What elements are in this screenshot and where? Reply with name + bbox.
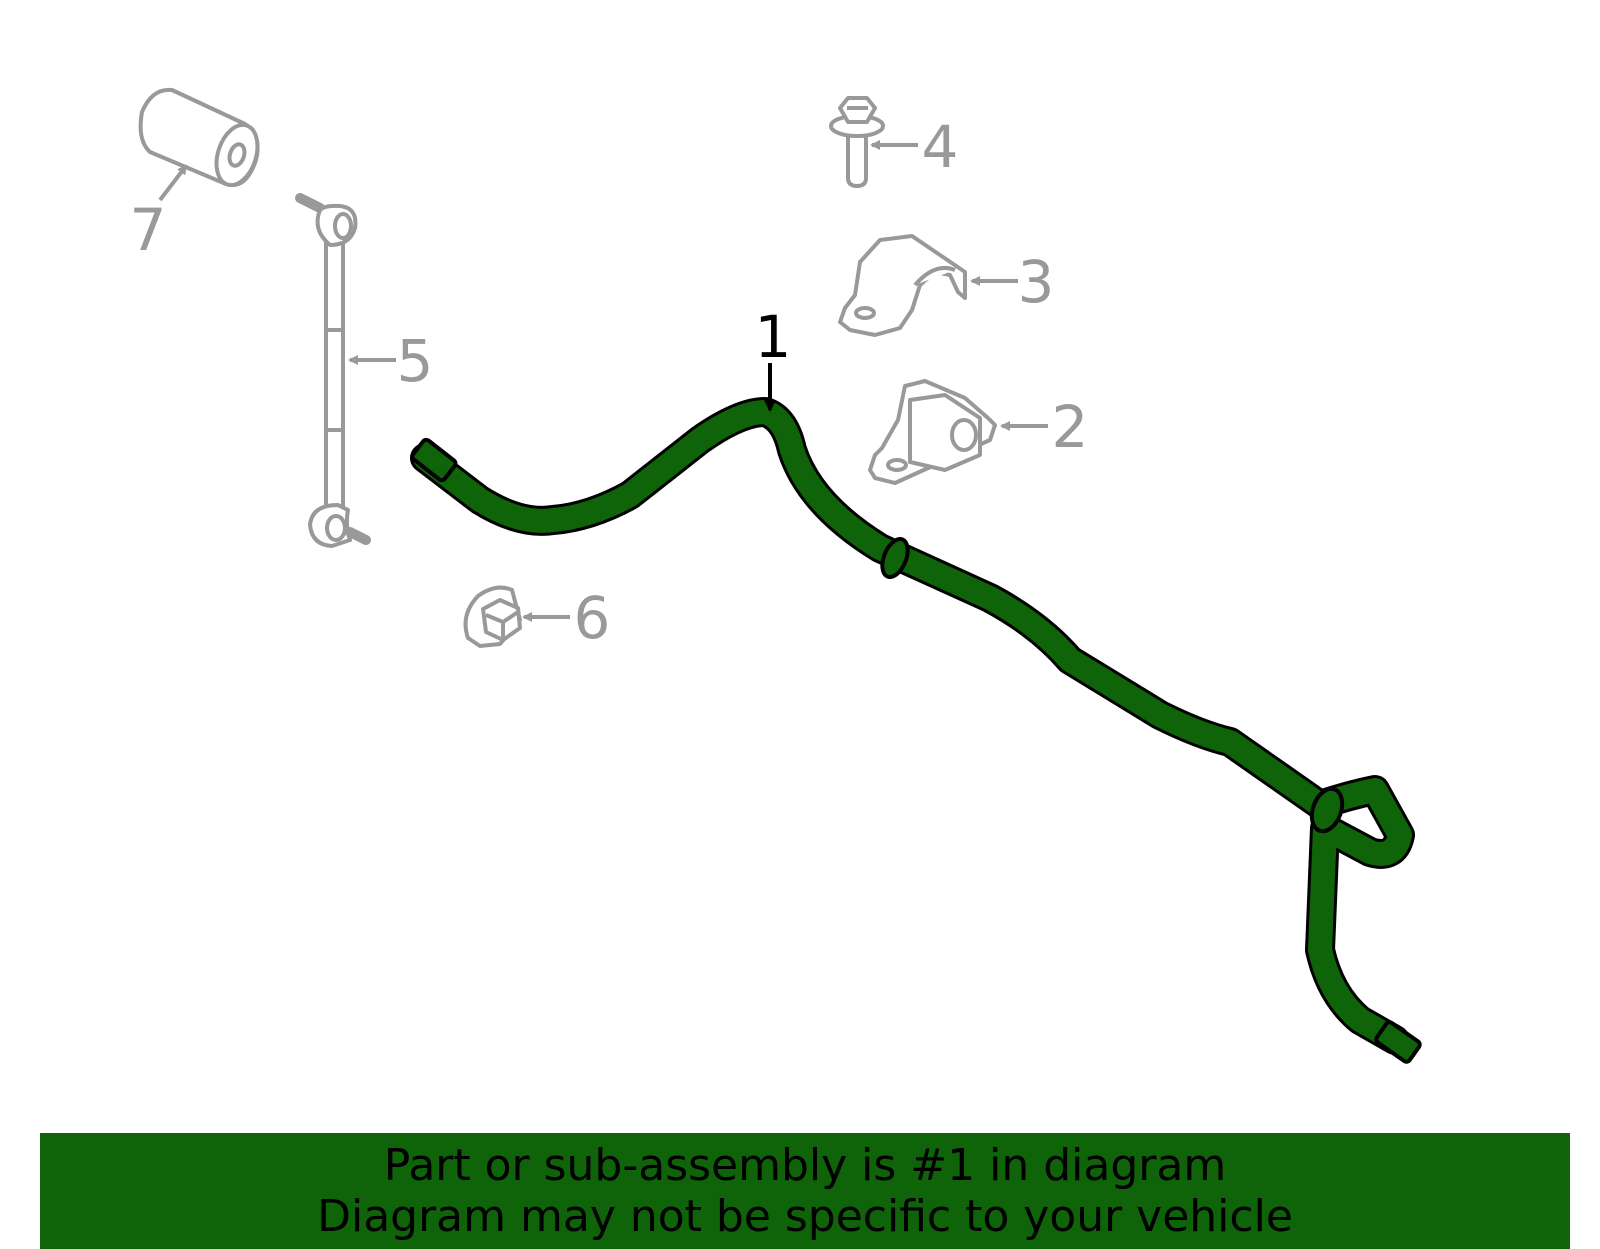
info-banner: Part or sub-assembly is #1 in diagram Di… <box>40 1133 1570 1249</box>
leader-arrows <box>158 140 1048 622</box>
bushing[interactable] <box>868 379 997 485</box>
bolt[interactable] <box>829 96 885 188</box>
callout-part-3: 3 <box>1018 248 1055 316</box>
arrow-part-7 <box>158 164 188 202</box>
bushing-sleeve[interactable] <box>138 87 265 191</box>
callout-part-7: 7 <box>130 196 167 264</box>
callout-part-2: 2 <box>1052 393 1089 461</box>
stabilizer-bar[interactable] <box>410 397 1422 1064</box>
callout-part-4: 4 <box>922 113 959 181</box>
nut[interactable] <box>463 585 522 648</box>
callout-part-5: 5 <box>397 327 434 395</box>
callout-part-6: 6 <box>574 584 611 652</box>
stabilizer-link[interactable] <box>295 193 371 548</box>
banner-line-2: Diagram may not be specific to your vehi… <box>317 1191 1293 1242</box>
banner-line-1: Part or sub-assembly is #1 in diagram <box>383 1140 1227 1191</box>
bracket[interactable] <box>838 234 967 337</box>
callout-part-1: 1 <box>755 303 792 371</box>
